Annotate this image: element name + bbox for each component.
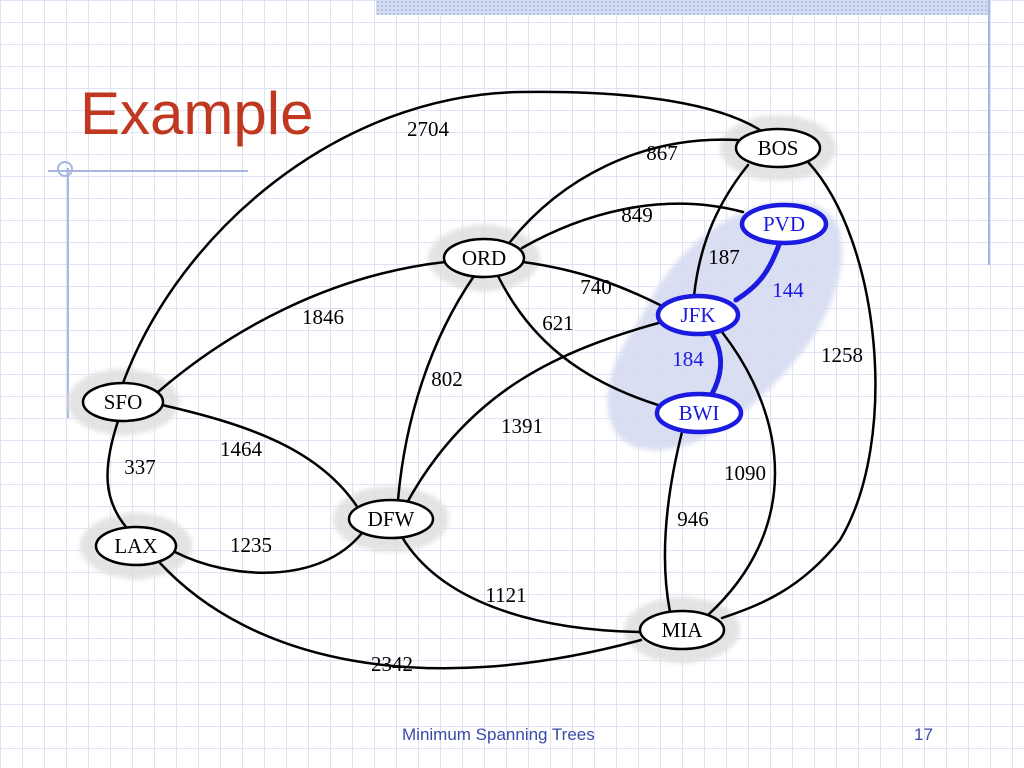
node-shape-dfw — [347, 498, 435, 540]
node-label-lax: LAX — [114, 534, 157, 558]
edge-weight-ord-dfw: 802 — [431, 367, 463, 391]
edge-bos-jfk — [692, 163, 750, 298]
node-label-bwi: BWI — [679, 401, 720, 425]
edge-weight-sfo-bos: 2704 — [407, 117, 450, 141]
edge-weight-ord-bos: 867 — [646, 141, 678, 165]
edge-bos-mia — [720, 160, 877, 620]
mst-graph-diagram: 2704 867 849 187 144 740 1846 621 184 1258 802 1391… — [67, 90, 877, 676]
decorative-left-line — [67, 168, 69, 418]
node-shape-ord — [442, 237, 526, 279]
node-shape-mia — [638, 609, 726, 651]
edge-sfo-lax — [106, 419, 128, 529]
edge-ord-jfk — [521, 260, 662, 307]
node-label-dfw: DFW — [368, 507, 415, 531]
edge-weight-sfo-lax: 337 — [124, 455, 156, 479]
node-label-pvd: PVD — [763, 212, 805, 236]
edge-ord-pvd — [520, 202, 745, 250]
edge-weight-sfo-dfw: 1464 — [220, 437, 263, 461]
node-ord: ORD — [442, 237, 526, 279]
edge-weight-pvd-jfk: 144 — [772, 278, 804, 302]
node-shape-bos — [734, 127, 822, 169]
node-bos: BOS — [734, 127, 822, 169]
node-label-ord: ORD — [462, 246, 506, 270]
edge-weight-ord-pvd: 849 — [621, 203, 653, 227]
node-label-bos: BOS — [758, 136, 799, 160]
edge-jfk-bwi — [709, 331, 724, 397]
node-label-jfk: JFK — [680, 303, 715, 327]
page-number: 17 — [914, 725, 933, 744]
node-label-sfo: SFO — [104, 390, 143, 414]
edge-dfw-jfk — [406, 320, 664, 503]
slide-title: Example — [80, 80, 314, 147]
node-mia: MIA — [638, 609, 726, 651]
node-pvd: PVD — [739, 202, 829, 246]
node-lax: LAX — [94, 525, 178, 567]
node-shape-lax — [94, 525, 178, 567]
decorative-right-line — [988, 0, 990, 265]
edge-weight-lax-dfw: 1235 — [230, 533, 272, 557]
node-jfk: JFK — [655, 293, 741, 337]
decorative-title-rule — [48, 170, 248, 172]
decorative-top-bar — [376, 0, 990, 15]
edge-sfo-dfw — [160, 403, 360, 510]
node-bwi: BWI — [654, 391, 744, 435]
edge-pvd-jfk — [733, 239, 783, 303]
edge-weight-bos-mia: 1258 — [821, 343, 863, 367]
node-dfw: DFW — [347, 498, 435, 540]
edge-dfw-mia — [400, 535, 643, 634]
edge-sfo-bos — [121, 90, 762, 385]
node-shape-sfo — [81, 381, 165, 423]
edge-weight-jfk-mia: 1090 — [724, 461, 766, 485]
edge-weight-ord-bwi: 621 — [542, 311, 574, 335]
edge-weight-bwi-mia: 946 — [677, 507, 709, 531]
edge-jfk-mia — [706, 330, 777, 617]
edge-ord-bos — [508, 138, 740, 244]
node-sfo: SFO — [81, 381, 165, 423]
slide-footer: Minimum Spanning Trees — [402, 725, 595, 744]
node-label-mia: MIA — [662, 618, 704, 642]
edge-weight-sfo-ord: 1846 — [302, 305, 344, 329]
edge-sfo-ord — [156, 260, 447, 394]
edge-weight-lax-mia: 2342 — [371, 652, 413, 676]
edge-weight-jfk-bwi: 184 — [672, 347, 704, 371]
edge-weight-dfw-jfk: 1391 — [501, 414, 543, 438]
decorative-circle-icon — [57, 161, 73, 177]
edge-weight-ord-jfk: 740 — [580, 275, 612, 299]
edge-weight-bos-jfk: 187 — [708, 245, 740, 269]
node-shape-jfk — [655, 293, 741, 337]
edge-bwi-mia — [663, 430, 684, 614]
edge-lax-mia — [158, 561, 643, 670]
edge-weight-dfw-mia: 1121 — [485, 583, 526, 607]
node-shape-pvd — [739, 202, 829, 246]
node-shape-bwi — [654, 391, 744, 435]
edge-ord-bwi — [496, 274, 660, 407]
edge-lax-dfw — [173, 531, 364, 574]
edge-ord-dfw — [396, 274, 476, 502]
